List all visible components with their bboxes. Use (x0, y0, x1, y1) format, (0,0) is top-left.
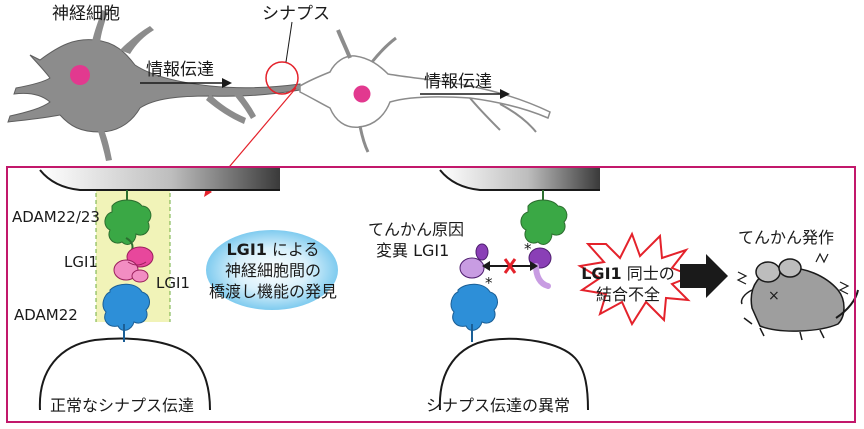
adam22-label: ADAM22 (14, 306, 78, 324)
nucleus-gray-neuron (70, 65, 90, 85)
discovery-line-3: 橋渡し機能の発見 (208, 282, 337, 301)
neuron-white (299, 29, 551, 153)
epilepsy-label: てんかん発作 (738, 228, 835, 247)
postsynaptic-terminal-abnormal (438, 337, 589, 411)
seizure-mouse: × (736, 252, 859, 341)
binding-failure-burst (577, 231, 695, 327)
discovery-cloud (206, 230, 338, 310)
adam22-protein-abnormal (450, 283, 498, 342)
mutant-label-line-2: 変異 LGI1 (376, 241, 450, 260)
discovery-lgi1-bold: LGI1 (226, 240, 267, 259)
lgi1-pair (113, 246, 154, 283)
nucleus-white-neuron (353, 85, 371, 103)
presynaptic-terminal-normal (40, 166, 280, 190)
mutant-lgi1-left (459, 243, 489, 279)
discovery-line-1-rest: による (266, 240, 320, 259)
synapse-label: シナプス (262, 4, 330, 24)
adam-protein-abnormal (520, 190, 568, 245)
adam22-protein (102, 283, 150, 342)
abnormal-caption: シナプス伝達の異常 (426, 396, 571, 415)
svg-text:×: × (768, 288, 780, 304)
asterisk-left: * (485, 274, 493, 292)
synapse-highlight-circle (265, 61, 299, 95)
transmission-arrow-2 (420, 89, 510, 99)
lgi1-left-label: LGI1 (64, 253, 98, 271)
neuron-gray (7, 10, 301, 161)
presynaptic-terminal-abnormal (440, 166, 600, 190)
adam2223-label: ADAM22/23 (12, 208, 100, 226)
mutant-lgi1-right (528, 247, 552, 289)
burst-line-2: 結合不全 (595, 285, 660, 304)
adam2223-protein (104, 190, 152, 251)
burst-line-1: LGI1 同士の (570, 266, 686, 282)
lgi1-right-label: LGI1 (156, 274, 190, 292)
postsynaptic-terminal-normal (38, 337, 211, 411)
synapse-label-line (285, 21, 293, 63)
mutant-label-line-1: てんかん原因 (368, 220, 465, 239)
asterisk-right: * (524, 240, 532, 258)
discovery-line-1: LGI1 による (206, 242, 340, 258)
discovery-line-2: 神経細胞間の (224, 261, 321, 280)
burst-line-1-rest: 同士の (621, 264, 675, 283)
normal-caption: 正常なシナプス伝達 (50, 396, 195, 415)
result-arrow (680, 254, 728, 298)
transmission-label-2: 情報伝達 (424, 72, 492, 92)
transmission-label-1: 情報伝達 (146, 60, 214, 80)
failed-binding-arrow (482, 258, 538, 274)
transmission-arrow-1 (140, 78, 232, 88)
burst-lgi1-bold: LGI1 (581, 264, 622, 283)
zoom-panel (6, 166, 856, 423)
neuron-label: 神経細胞 (52, 4, 120, 24)
